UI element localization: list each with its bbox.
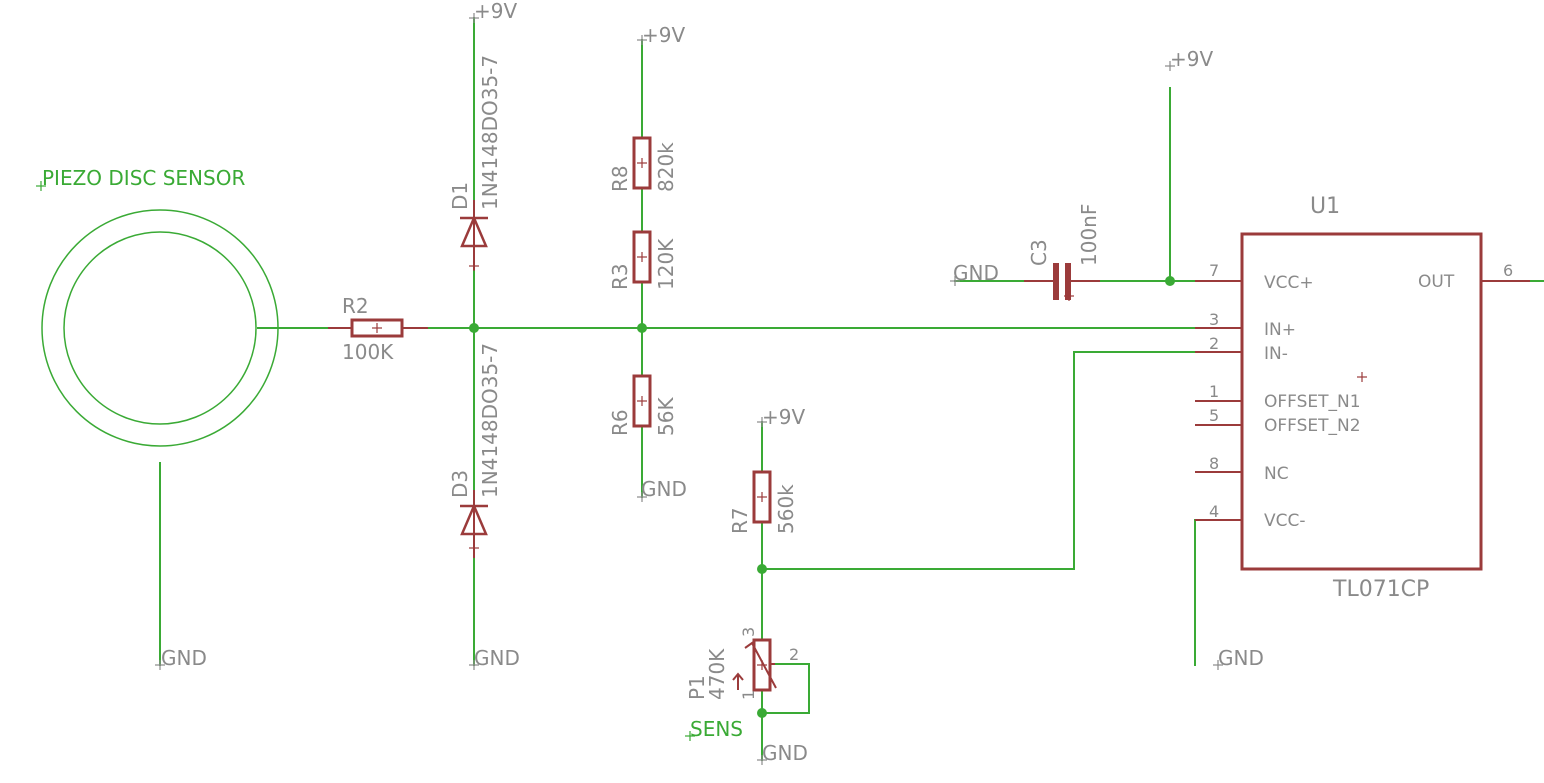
svg-text:GND: GND	[762, 741, 808, 765]
u1-pin-num: 7	[1209, 261, 1219, 280]
u1-pin-label: IN+	[1264, 320, 1296, 340]
junction-dot	[757, 708, 767, 718]
r2-value: 100K	[342, 340, 394, 364]
gnd-label: GND	[950, 261, 999, 286]
svg-text:GND: GND	[953, 261, 999, 285]
svg-text:GND: GND	[641, 477, 687, 501]
p1-value: 470K	[705, 648, 729, 700]
p1-pin3: 3	[739, 627, 758, 637]
piezo-label: PIEZO DISC SENSOR	[42, 166, 245, 190]
junction-dot	[469, 323, 479, 333]
wires	[159, 17, 1544, 761]
sens-net-label: SENS	[685, 717, 743, 741]
u1-pin-num: 2	[1209, 334, 1219, 353]
resistor-r8: R8 820k	[608, 136, 678, 192]
vcc-label: +9V	[1165, 47, 1213, 71]
svg-text:GND: GND	[161, 646, 207, 670]
piezo-sensor: PIEZO DISC SENSOR	[36, 166, 279, 447]
u1-pin-label: VCC+	[1264, 273, 1314, 293]
u1-pin-num: 5	[1209, 406, 1219, 425]
svg-text:GND: GND	[474, 646, 520, 670]
c3-name: C3	[1027, 239, 1051, 266]
p1-pin1: 1	[739, 690, 758, 700]
svg-text:+9V: +9V	[762, 405, 805, 429]
diode-d3: D3 1N4148DO35-7	[448, 343, 502, 558]
resistor-r7: R7 560k	[728, 470, 798, 534]
gnd-label: GND	[155, 646, 207, 670]
r6-name: R6	[608, 409, 632, 436]
gnd-label: GND	[637, 477, 687, 502]
potentiometer-p1: P1 470K 3 1 2	[685, 627, 799, 700]
resistor-r2: R2 100K	[328, 294, 428, 364]
p1-pin2: 2	[789, 645, 799, 664]
r7-value: 560k	[774, 484, 798, 534]
u1-pin-num: 3	[1209, 310, 1219, 329]
junctions	[469, 276, 1175, 718]
svg-text:+9V: +9V	[474, 0, 517, 23]
u1-pin-num: 1	[1209, 382, 1219, 401]
svg-text:GND: GND	[1218, 646, 1264, 670]
d1-value: 1N4148DO35-7	[478, 55, 502, 210]
junction-dot	[757, 564, 767, 574]
vcc-label: +9V	[757, 405, 805, 429]
r8-value: 820k	[654, 142, 678, 192]
gnd-label: GND	[469, 646, 520, 670]
r3-value: 120K	[654, 238, 678, 290]
u1-pin-label: VCC-	[1264, 511, 1306, 531]
u1-pin-label: NC	[1264, 464, 1289, 484]
capacitor-c3: C3 100nF	[1024, 204, 1101, 301]
u1-pin-num: 8	[1209, 454, 1219, 473]
junction-dot	[637, 323, 647, 333]
power-labels: +9V +9V +9V +9V GND GND GND GND	[155, 0, 1264, 765]
u1-pin-num: 4	[1209, 502, 1219, 521]
opamp-u1: U1 TL071CP 7 3 2 1 5 8 4 6 VCC+ IN+ IN- …	[1195, 194, 1530, 602]
c3-value: 100nF	[1077, 204, 1101, 266]
junction-dot	[1165, 276, 1175, 286]
svg-text:SENS: SENS	[690, 717, 743, 741]
p1-name: P1	[685, 675, 709, 700]
u1-name: U1	[1310, 194, 1340, 219]
r7-name: R7	[728, 507, 752, 534]
svg-text:+9V: +9V	[1170, 47, 1213, 71]
u1-pin-num: 6	[1503, 261, 1513, 280]
u1-value: TL071CP	[1332, 577, 1429, 602]
svg-text:+9V: +9V	[642, 23, 685, 47]
gnd-label: GND	[757, 741, 808, 765]
gnd-label: GND	[1213, 646, 1264, 670]
diode-d1: D1 1N4148DO35-7	[448, 55, 502, 271]
u1-pin-label: OFFSET_N1	[1264, 392, 1361, 412]
u1-pin-label: IN-	[1264, 344, 1288, 364]
resistor-r3: R3 120K	[608, 230, 678, 290]
r8-name: R8	[608, 165, 632, 192]
vcc-label: +9V	[637, 23, 685, 47]
vcc-label: +9V	[469, 0, 517, 23]
r3-name: R3	[608, 263, 632, 290]
r6-value: 56K	[654, 397, 678, 436]
d1-name: D1	[448, 182, 472, 210]
d3-name: D3	[448, 470, 472, 498]
resistor-r6: R6 56K	[608, 374, 678, 436]
r2-name: R2	[342, 294, 369, 318]
u1-pin-label: OUT	[1418, 272, 1455, 292]
u1-pin-label: OFFSET_N2	[1264, 416, 1361, 436]
d3-value: 1N4148DO35-7	[478, 343, 502, 498]
